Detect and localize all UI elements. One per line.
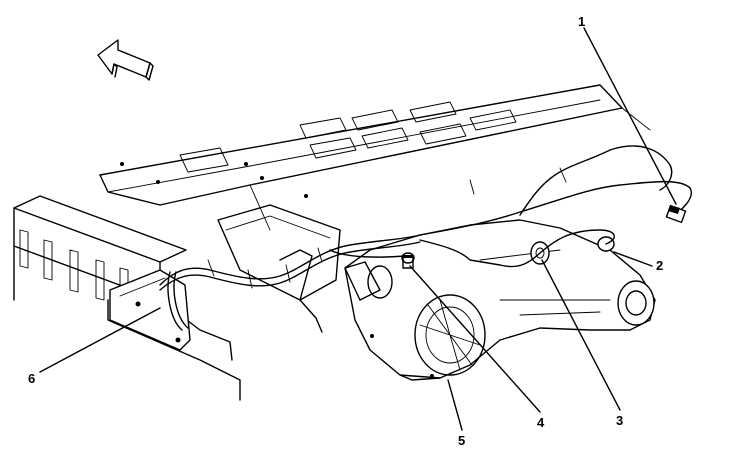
- harness-connector: [665, 204, 687, 224]
- harness-bracket: [109, 269, 191, 351]
- callout-4: 4: [537, 415, 545, 430]
- leader-line-1: [583, 27, 677, 205]
- callout-1: 1: [578, 14, 585, 29]
- leader-line-5: [447, 379, 463, 431]
- callout-2: 2: [656, 258, 663, 273]
- leader-line-4: [409, 265, 541, 413]
- front-direction-arrow-icon: [97, 39, 154, 81]
- callout-5: 5: [458, 433, 465, 448]
- speed-sensor: [401, 252, 415, 269]
- leader-line-3: [541, 259, 621, 411]
- leader-line-6: [39, 307, 161, 373]
- transfer-case: [344, 219, 656, 381]
- leader-lines: [39, 27, 677, 431]
- leader-line-2: [613, 251, 653, 267]
- wiring-harness: [159, 145, 692, 331]
- vehicle-floor-pan: [99, 84, 651, 231]
- callout-6: 6: [28, 371, 35, 386]
- callout-3: 3: [616, 413, 623, 428]
- transmission-extension: [217, 204, 341, 333]
